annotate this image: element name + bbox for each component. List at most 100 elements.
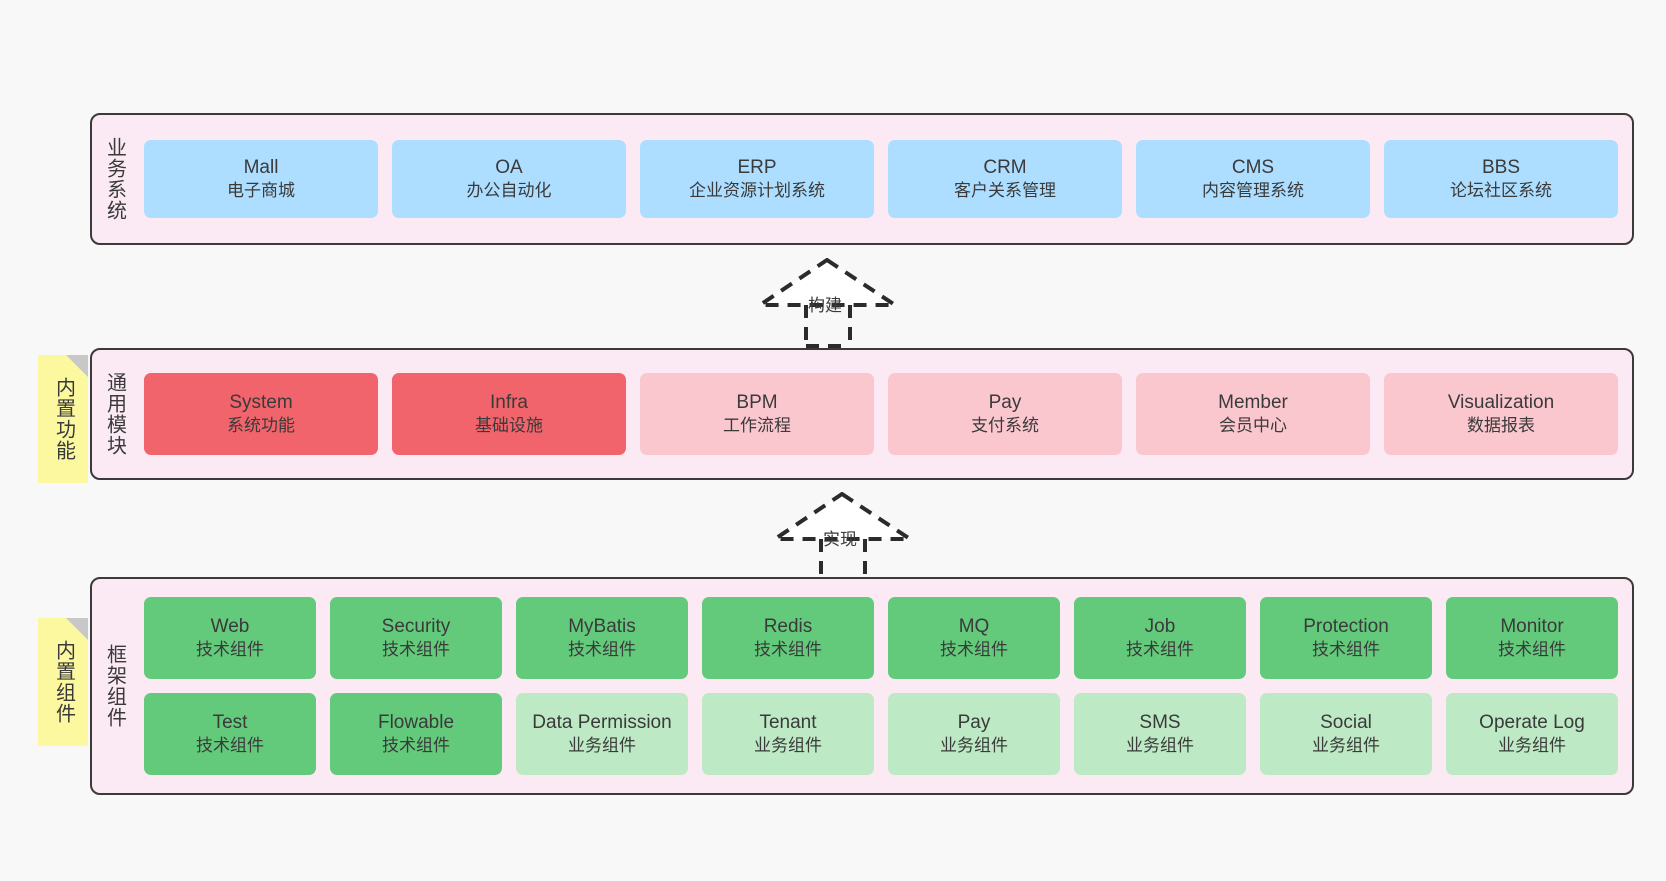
module-title: CRM — [983, 156, 1027, 178]
module-title: BPM — [736, 391, 778, 413]
module-box-visualization[interactable]: Visualization 数据报表 — [1384, 373, 1618, 455]
module-title: Tenant — [759, 711, 817, 733]
module-title: Infra — [489, 391, 529, 413]
module-box-mq[interactable]: MQ 技术组件 — [888, 597, 1060, 679]
module-subtitle: 业务组件 — [1498, 736, 1566, 756]
module-subtitle: 技术组件 — [382, 736, 450, 756]
module-subtitle: 业务组件 — [568, 736, 636, 756]
module-box-data-permission[interactable]: Data Permission 业务组件 — [516, 693, 688, 775]
connector-implement: 实现 — [768, 491, 925, 582]
module-title: System — [229, 391, 293, 413]
module-subtitle: 基础设施 — [475, 416, 543, 436]
module-box-pay[interactable]: Pay 支付系统 — [888, 373, 1122, 455]
module-grid-business-system: Mall 电子商城 OA 办公自动化 ERP 企业资源计划系统 CRM 客户关系… — [136, 115, 1632, 243]
module-box-mybatis[interactable]: MyBatis 技术组件 — [516, 597, 688, 679]
section-framework-component: 框架组件 Web 技术组件 Security 技术组件 MyBatis 技术组件… — [90, 577, 1634, 795]
module-subtitle: 系统功能 — [227, 416, 295, 436]
tag-label: 内置组件 — [52, 640, 75, 724]
connector-label-build: 构建 — [808, 296, 842, 315]
module-box-tenant[interactable]: Tenant 业务组件 — [702, 693, 874, 775]
module-subtitle: 业务组件 — [1126, 736, 1194, 756]
folded-corner-icon — [66, 355, 88, 377]
module-row: System 系统功能 Infra 基础设施 BPM 工作流程 Pay 支付系统… — [144, 373, 1618, 455]
module-grid-common-module: System 系统功能 Infra 基础设施 BPM 工作流程 Pay 支付系统… — [136, 350, 1632, 478]
module-subtitle: 技术组件 — [754, 640, 822, 660]
module-subtitle: 论坛社区系统 — [1450, 181, 1552, 201]
module-row: Test 技术组件 Flowable 技术组件 Data Permission … — [144, 693, 1618, 775]
module-subtitle: 会员中心 — [1219, 416, 1287, 436]
module-box-test[interactable]: Test 技术组件 — [144, 693, 316, 775]
module-title: Job — [1144, 615, 1176, 637]
module-box-cms[interactable]: CMS 内容管理系统 — [1136, 140, 1370, 218]
module-subtitle: 业务组件 — [754, 736, 822, 756]
module-subtitle: 技术组件 — [1126, 640, 1194, 660]
module-row: Mall 电子商城 OA 办公自动化 ERP 企业资源计划系统 CRM 客户关系… — [144, 140, 1618, 218]
module-box-sms[interactable]: SMS 业务组件 — [1074, 693, 1246, 775]
module-box-protection[interactable]: Protection 技术组件 — [1260, 597, 1432, 679]
section-common-module: 通用模块 System 系统功能 Infra 基础设施 BPM 工作流程 Pay… — [90, 348, 1634, 480]
module-title: Redis — [763, 615, 813, 637]
tag-builtin-function: 内置功能 — [38, 355, 88, 483]
module-box-system[interactable]: System 系统功能 — [144, 373, 378, 455]
section-label-framework-component: 框架组件 — [103, 644, 126, 728]
connector-build: 构建 — [753, 257, 910, 348]
module-title: Protection — [1303, 615, 1389, 637]
module-title: SMS — [1139, 711, 1181, 733]
module-title: Pay — [988, 391, 1022, 413]
module-box-social[interactable]: Social 业务组件 — [1260, 693, 1432, 775]
module-title: Pay — [957, 711, 991, 733]
module-title: Data Permission — [532, 711, 672, 733]
module-subtitle: 内容管理系统 — [1202, 181, 1304, 201]
module-title: Visualization — [1447, 391, 1555, 413]
module-box-redis[interactable]: Redis 技术组件 — [702, 597, 874, 679]
module-box-monitor[interactable]: Monitor 技术组件 — [1446, 597, 1618, 679]
module-title: MyBatis — [568, 615, 636, 637]
module-box-flowable[interactable]: Flowable 技术组件 — [330, 693, 502, 775]
module-box-infra[interactable]: Infra 基础设施 — [392, 373, 626, 455]
section-business-system: 业务系统 Mall 电子商城 OA 办公自动化 ERP 企业资源计划系统 CRM… — [90, 113, 1634, 245]
module-title: Social — [1320, 711, 1372, 733]
generalization-arrow-icon — [753, 257, 902, 348]
module-subtitle: 支付系统 — [971, 416, 1039, 436]
tag-builtin-component: 内置组件 — [38, 618, 88, 746]
module-subtitle: 客户关系管理 — [954, 181, 1056, 201]
connector-label-implement: 实现 — [823, 530, 857, 549]
module-subtitle: 技术组件 — [1312, 640, 1380, 660]
module-subtitle: 技术组件 — [940, 640, 1008, 660]
module-title: Operate Log — [1479, 711, 1585, 733]
module-title: Test — [212, 711, 248, 733]
module-subtitle: 业务组件 — [940, 736, 1008, 756]
module-subtitle: 电子商城 — [227, 181, 295, 201]
module-title: OA — [495, 156, 523, 178]
section-label-business-system: 业务系统 — [103, 137, 126, 221]
module-box-bbs[interactable]: BBS 论坛社区系统 — [1384, 140, 1618, 218]
module-subtitle: 技术组件 — [196, 736, 264, 756]
module-subtitle: 业务组件 — [1312, 736, 1380, 756]
folded-corner-icon — [66, 618, 88, 640]
module-box-erp[interactable]: ERP 企业资源计划系统 — [640, 140, 874, 218]
tag-label: 内置功能 — [52, 377, 75, 461]
module-subtitle: 工作流程 — [723, 416, 791, 436]
module-subtitle: 技术组件 — [568, 640, 636, 660]
section-label-common-module: 通用模块 — [103, 372, 126, 456]
module-box-mall[interactable]: Mall 电子商城 — [144, 140, 378, 218]
module-box-security[interactable]: Security 技术组件 — [330, 597, 502, 679]
module-row: Web 技术组件 Security 技术组件 MyBatis 技术组件 Redi… — [144, 597, 1618, 679]
module-title: CMS — [1231, 156, 1275, 178]
module-subtitle: 数据报表 — [1467, 416, 1535, 436]
module-box-operate-log[interactable]: Operate Log 业务组件 — [1446, 693, 1618, 775]
module-box-web[interactable]: Web 技术组件 — [144, 597, 316, 679]
module-title: Flowable — [377, 711, 455, 733]
module-box-oa[interactable]: OA 办公自动化 — [392, 140, 626, 218]
module-subtitle: 办公自动化 — [466, 181, 552, 201]
module-box-crm[interactable]: CRM 客户关系管理 — [888, 140, 1122, 218]
module-subtitle: 技术组件 — [1498, 640, 1566, 660]
module-subtitle: 企业资源计划系统 — [689, 181, 825, 201]
module-box-bpm[interactable]: BPM 工作流程 — [640, 373, 874, 455]
module-box-job[interactable]: Job 技术组件 — [1074, 597, 1246, 679]
module-box-pay-biz[interactable]: Pay 业务组件 — [888, 693, 1060, 775]
module-title: Monitor — [1500, 615, 1564, 637]
module-title: Member — [1218, 391, 1288, 413]
module-box-member[interactable]: Member 会员中心 — [1136, 373, 1370, 455]
module-grid-framework-component: Web 技术组件 Security 技术组件 MyBatis 技术组件 Redi… — [136, 579, 1632, 793]
